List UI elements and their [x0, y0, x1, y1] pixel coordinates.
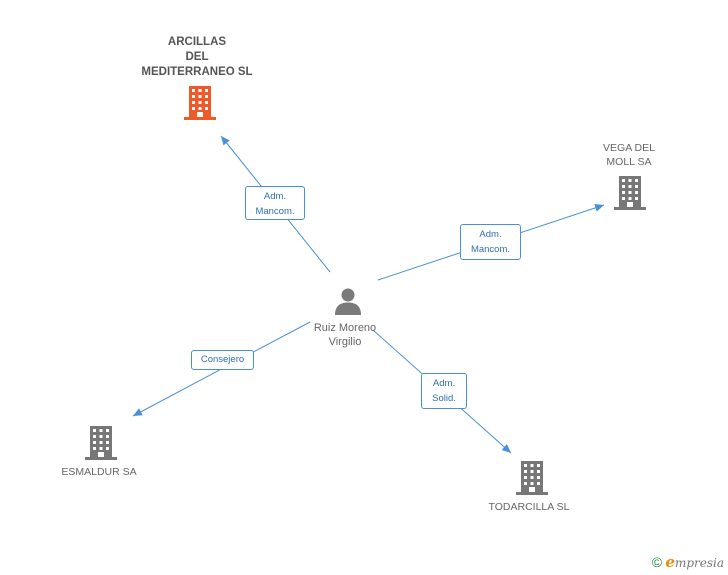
copyright-icon: © — [651, 554, 663, 570]
node-arcillas-line1: ARCILLAS — [167, 36, 227, 48]
center-name-line1: Ruiz Moreno — [313, 322, 377, 334]
edge-arcillas-line2: Mancom. — [255, 206, 295, 217]
empresia-brand: © empresia — [652, 553, 724, 571]
node-vega-line2: MOLL SA — [606, 156, 652, 168]
center-person-label[interactable]: Ruiz Moreno Virgilio — [290, 321, 400, 349]
edge-vega-line2: Mancom. — [470, 244, 511, 255]
node-label-arcillas[interactable]: ARCILLAS DEL MEDITERRANEO SL — [122, 35, 272, 80]
edge-label-vega[interactable]: Adm. Mancom. — [460, 224, 521, 260]
building-icon[interactable] — [516, 461, 548, 495]
edge-vega-line1: Adm. — [479, 229, 502, 240]
edge-label-esmaldur[interactable]: Consejero — [191, 350, 254, 370]
person-icon — [335, 288, 361, 315]
edge-esmaldur-line1: Consejero — [200, 354, 245, 365]
building-icon[interactable] — [614, 176, 646, 210]
edge-todarcilla-line2: Solid. — [432, 393, 456, 404]
edge-todarcilla-line1: Adm. — [432, 378, 456, 389]
building-icon[interactable] — [85, 426, 117, 460]
node-label-esmaldur[interactable]: ESMALDUR SA — [40, 465, 158, 479]
building-icon[interactable] — [184, 86, 216, 120]
center-name-line2: Virgilio — [328, 336, 362, 348]
edge-label-arcillas[interactable]: Adm. Mancom. — [245, 186, 305, 220]
node-vega-line1: VEGA DEL — [603, 142, 655, 154]
node-todarcilla-line1: TODARCILLA SL — [488, 501, 570, 513]
node-arcillas-line2: DEL — [185, 51, 209, 63]
node-label-vega[interactable]: VEGA DEL MOLL SA — [570, 141, 688, 169]
node-label-todarcilla[interactable]: TODARCILLA SL — [470, 500, 588, 514]
edge-arcillas-line1: Adm. — [263, 191, 287, 202]
brand-name: mpresia — [674, 556, 724, 570]
brand-initial: e — [665, 553, 675, 571]
node-arcillas-line3: MEDITERRANEO SL — [141, 66, 253, 78]
node-esmaldur-line1: ESMALDUR SA — [61, 466, 137, 478]
edge-label-todarcilla[interactable]: Adm. Solid. — [421, 373, 467, 409]
